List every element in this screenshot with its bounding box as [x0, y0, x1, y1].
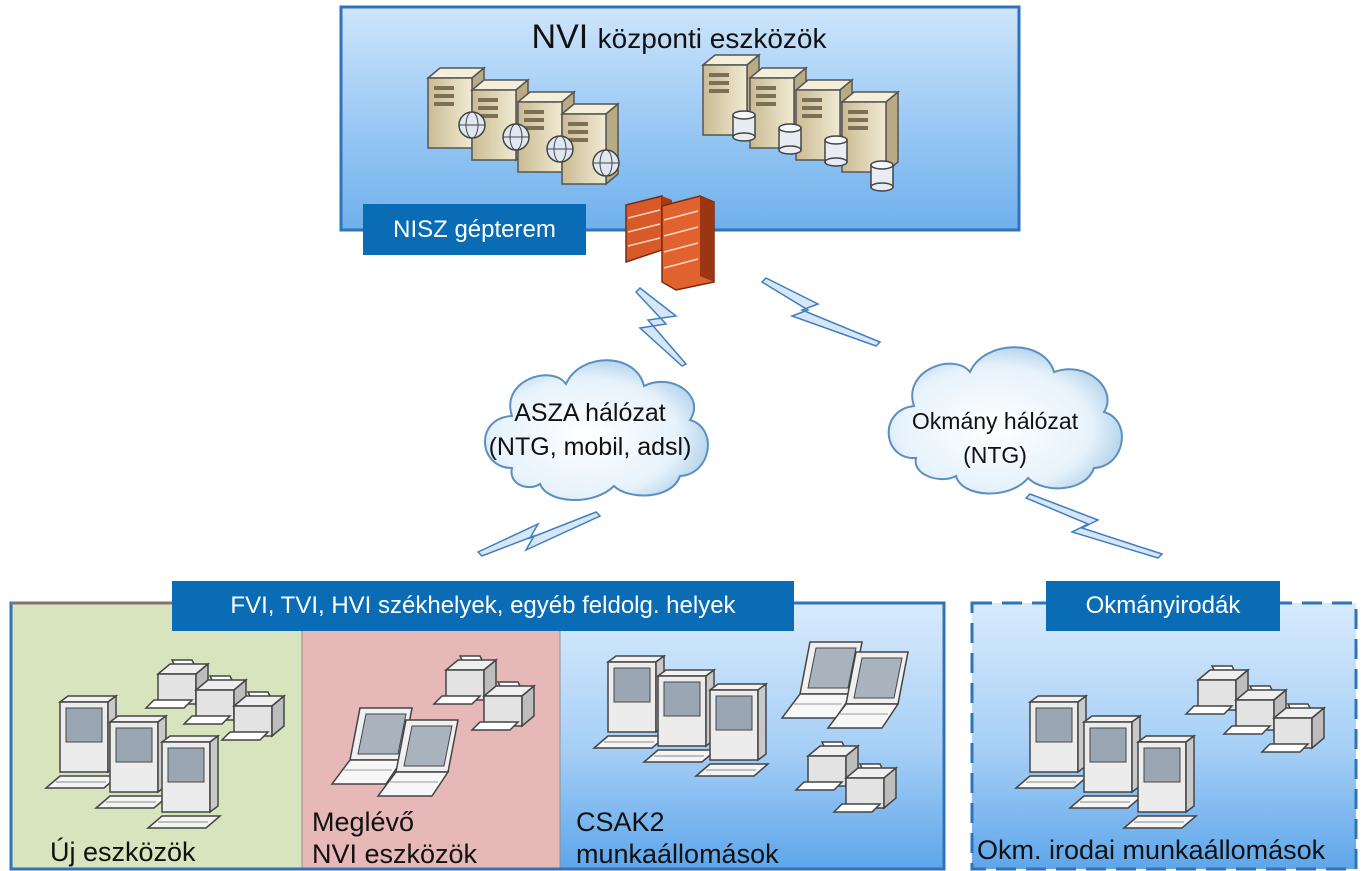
network-links [476, 277, 1164, 559]
asza-network-cloud [484, 359, 709, 501]
link-asza-sites [476, 511, 602, 557]
sites-header: FVI, TVI, HVI székhelyek, egyéb feldolg.… [172, 581, 794, 631]
asza-network-line2: (NTG, mobil, adsl) [488, 433, 692, 461]
existing-devices-line2: NVI eszközök [312, 839, 478, 869]
room-label: NISZ gépterem [363, 204, 586, 255]
okmany-network-label: Okmány hálózat (NTG) [880, 404, 1110, 472]
link-firewall-asza [634, 287, 688, 367]
okmany-network-cloud [887, 346, 1123, 495]
firewall-icon [625, 195, 715, 291]
okmany-network-line2: (NTG) [963, 442, 1027, 468]
central-title-suffix: központi eszközök [597, 23, 827, 54]
csak-workstations-line2: munkaállomások [576, 839, 779, 869]
central-title: NVI központi eszközök [340, 18, 1018, 57]
central-title-prefix: NVI [531, 18, 589, 56]
csak-workstations-label: CSAK2 munkaállomások [576, 806, 779, 870]
csak-workstations-line1: CSAK2 [576, 807, 665, 837]
existing-devices-line1: Meglévő [312, 807, 415, 837]
link-firewall-okmany [760, 277, 882, 347]
asza-network-line1: ASZA hálózat [514, 399, 666, 427]
asza-network-label: ASZA hálózat (NTG, mobil, adsl) [470, 396, 710, 464]
offices-header: Okmányirodák [1046, 581, 1280, 631]
new-devices-label: Új eszközök [50, 837, 196, 867]
okmany-network-line1: Okmány hálózat [911, 408, 1079, 434]
existing-devices-label: Meglévő NVI eszközök [312, 806, 477, 870]
office-workstations-label: Okm. irodai munkaállomások [977, 835, 1326, 865]
link-okmany-offices [1024, 493, 1164, 559]
